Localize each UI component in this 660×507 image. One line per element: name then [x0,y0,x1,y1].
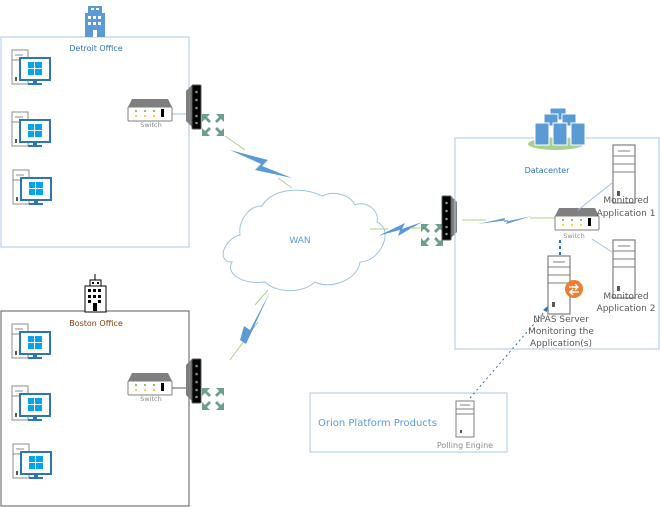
switch-icon [127,98,173,122]
router-icon [185,358,202,404]
npas-label-line2: Monitoring the [528,327,594,337]
wan-cloud [222,189,386,292]
datacenter-label: Datacenter [525,166,571,175]
building-icon [84,274,107,313]
router-icon [185,84,202,130]
npas-label-line1: NPAS Server [533,315,589,325]
npas-sync-icon [565,280,583,298]
app2-label-line1: Monitored [603,292,648,302]
workstation-icon [11,111,51,148]
workstation-icon [12,169,52,206]
workstation-icon [11,385,51,422]
workstation-icon [12,443,52,480]
monitoring-connection [469,309,547,399]
monitored-app1-server-icon [612,144,636,204]
orion-platform-box [309,392,508,453]
npas-label-line3: Application(s) [530,339,592,349]
detroit-switch-label: Switch [140,121,162,129]
workstation-icon [11,323,51,360]
orion-platform-label: Orion Platform Products [318,418,437,429]
polling-engine-label: Polling Engine [437,441,493,450]
building-icon [85,6,105,37]
router-arrows-icon [202,388,224,410]
app2-label-line2: Application 2 [597,304,656,314]
switch-icon [127,372,173,396]
boston-switch-label: Switch [140,395,162,403]
datacenter-switch-label: Switch [563,232,585,240]
monitored-app2-server-icon [612,239,636,299]
wan-label: WAN [289,236,310,246]
workstation-icon [11,49,51,86]
app1-label-line1: Monitored [603,196,648,206]
wan-link-icon [232,292,270,368]
datacenter-icon [528,107,586,150]
switch-icon [554,207,600,231]
detroit-office-label: Detroit Office [69,44,123,53]
boston-office-label: Boston Office [69,319,123,328]
polling-engine-server-icon [455,400,475,438]
wan-link-icon [230,150,292,178]
router-arrows-icon [202,114,224,136]
router-arrows-icon [421,224,443,246]
wan-link-icon [378,222,422,236]
wan-link-icon [478,216,532,224]
app1-label-line2: Application 1 [597,209,656,219]
